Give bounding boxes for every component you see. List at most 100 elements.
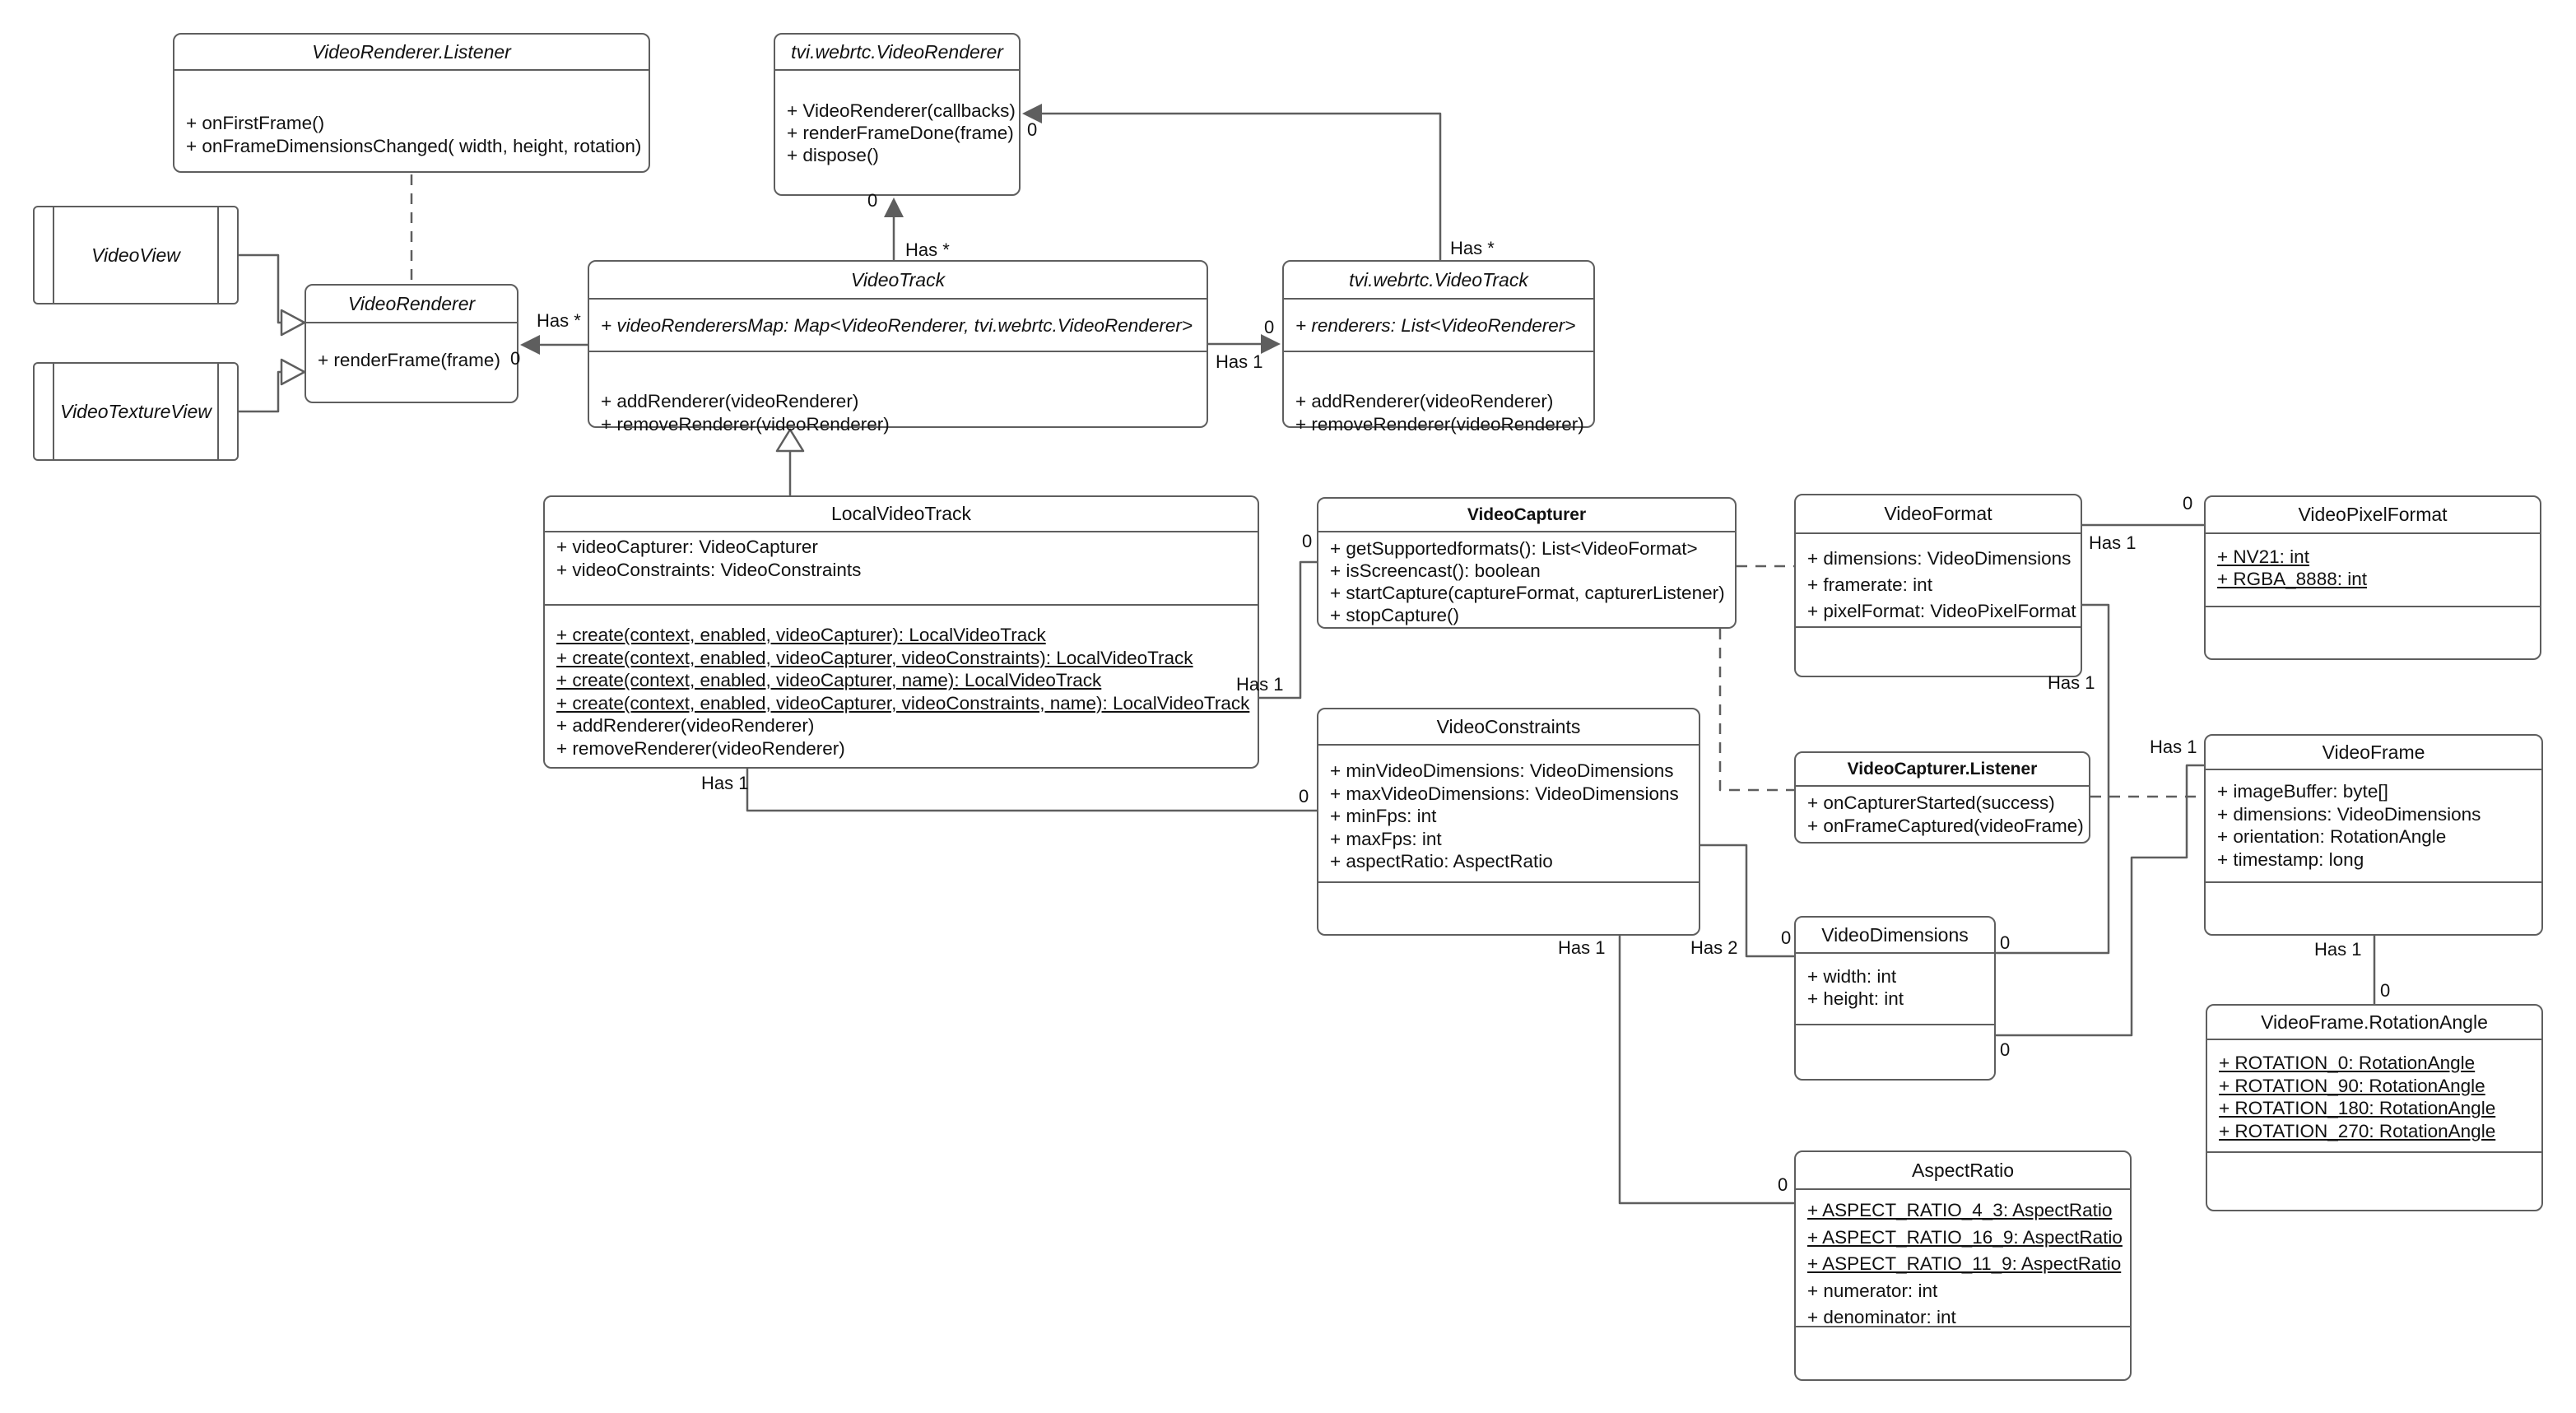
member-line: + timestamp: long [2217, 848, 2364, 870]
member-line: + minFps: int [1330, 806, 1437, 826]
generalization-arrow-icon [775, 428, 805, 453]
class-methods-empty [1796, 1024, 1994, 1079]
class-title: VideoFrame.RotationAngle [2261, 1011, 2488, 1033]
mult-label-has-1: Has 1 [1558, 937, 1606, 958]
mult-label-has-1: Has 1 [2048, 672, 2095, 693]
class-videoframe-rotationangle: VideoFrame.RotationAngle + ROTATION_0: R… [2206, 1004, 2543, 1211]
class-attributes: + NV21: int+ RGBA_8888: int [2206, 532, 2540, 606]
class-title: VideoTextureView [60, 400, 212, 422]
member-line: + onFrameCaptured(videoFrame) [1807, 816, 2084, 836]
member-line: + numerator: int [1807, 1280, 1938, 1301]
member-line: + removeRenderer(videoRenderer) [601, 414, 890, 435]
member-line: + ASPECT_RATIO_16_9: AspectRatio [1807, 1226, 2123, 1248]
mult-label-zero: 0 [1778, 1174, 1788, 1195]
class-videoformat: VideoFormat + dimensions: VideoDimension… [1794, 494, 2082, 677]
member-line: + create(context, enabled, videoCapturer… [556, 647, 1193, 668]
edge-videoconstraints-aspectratio [1618, 936, 1794, 1205]
mult-label-zero: 0 [1299, 786, 1309, 806]
member-line: + removeRenderer(videoRenderer) [556, 737, 845, 759]
class-methods: + onFirstFrame()+ onFrameDimensionsChang… [174, 69, 649, 171]
edge-videocapturer-listener [1718, 629, 1794, 792]
class-methods-empty [2207, 1151, 2541, 1210]
member-line: + orientation: RotationAngle [2217, 826, 2447, 847]
generalization-arrow-icon [280, 309, 306, 337]
mult-label-has-star: Has * [537, 310, 581, 331]
member-line: + create(context, enabled, videoCapturer… [556, 692, 1250, 713]
class-title: LocalVideoTrack [830, 503, 972, 524]
class-videorenderer: VideoRenderer + renderFrame(frame) [305, 284, 518, 403]
component-bar-icon [217, 207, 219, 304]
class-title: VideoRenderer.Listener [312, 40, 511, 63]
class-attributes: + renderers: List<VideoRenderer> [1284, 298, 1593, 351]
mult-label-has-1: Has 1 [1216, 351, 1263, 372]
edge-videoview-videorenderer [239, 253, 283, 324]
member-line: + removeRenderer(videoRenderer) [1295, 414, 1584, 435]
member-line: + renderers: List<VideoRenderer> [1295, 315, 1576, 336]
member-line: + videoRenderersMap: Map<VideoRenderer, … [601, 315, 1193, 336]
member-line: + minVideoDimensions: VideoDimensions [1330, 760, 1674, 781]
class-videodimensions: VideoDimensions + width: int+ height: in… [1794, 916, 1996, 1081]
member-line: + dispose() [787, 145, 879, 165]
member-line: + ROTATION_180: RotationAngle [2219, 1098, 2496, 1118]
edge-tvivideotrack-tvivideorenderer [1039, 112, 1442, 260]
member-line: + addRenderer(videoRenderer) [1295, 391, 1554, 411]
member-line: + ROTATION_270: RotationAngle [2219, 1120, 2496, 1141]
member-line: + startCapture(captureFormat, capturerLi… [1330, 583, 1725, 603]
member-line: + height: int [1807, 988, 1904, 1009]
mult-label-has-star: Has * [1450, 238, 1495, 258]
mult-label-zero: 0 [2380, 980, 2391, 1001]
member-line: + aspectRatio: AspectRatio [1330, 851, 1553, 872]
class-videocapturer-listener: VideoCapturer.Listener + onCapturerStart… [1794, 751, 2090, 844]
member-line: + width: int [1807, 966, 1897, 987]
member-line: + videoConstraints: VideoConstraints [556, 560, 862, 580]
edge-videoframe-videodimensions [1996, 764, 2204, 1037]
member-line: + renderFrameDone(frame) [787, 123, 1014, 143]
component-bar-icon [53, 207, 54, 304]
class-attributes: + ROTATION_0: RotationAngle+ ROTATION_90… [2207, 1039, 2541, 1151]
class-attributes: + width: int+ height: int [1796, 952, 1994, 1024]
class-videocapturer: VideoCapturer + getSupportedformats(): L… [1317, 497, 1737, 629]
class-methods: + onCapturerStarted(success)+ onFrameCap… [1796, 785, 2089, 842]
member-line: + getSupportedformats(): List<VideoForma… [1330, 538, 1698, 559]
class-aspectratio: AspectRatio + ASPECT_RATIO_4_3: AspectRa… [1794, 1150, 2132, 1381]
mult-label-zero: 0 [1781, 927, 1792, 948]
edge-localvideotrack-videocapturer [1259, 560, 1317, 700]
edge-videoformat-videodimensions [1996, 603, 2110, 955]
component-bar-icon [53, 363, 54, 460]
class-title: VideoView [91, 244, 180, 266]
class-tvi-videotrack: tvi.webrtc.VideoTrack + renderers: List<… [1282, 260, 1595, 435]
member-line: + dimensions: VideoDimensions [1807, 548, 2071, 569]
mult-label-zero: 0 [1027, 119, 1038, 140]
member-line: + ASPECT_RATIO_11_9: AspectRatio [1807, 1253, 2122, 1274]
class-methods: + addRenderer(videoRenderer)+ removeRend… [589, 351, 1207, 436]
class-videopixelformat: VideoPixelFormat + NV21: int+ RGBA_8888:… [2204, 495, 2541, 660]
association-arrow-icon [1261, 334, 1281, 354]
member-line: + addRenderer(videoRenderer) [556, 715, 815, 736]
mult-label-zero: 0 [867, 190, 878, 211]
edge-videoconstraints-videodimensions [1700, 844, 1794, 958]
member-line: + onFirstFrame() [186, 113, 325, 133]
member-line: + RGBA_8888: int [2217, 569, 2367, 589]
class-title: tvi.webrtc.VideoRenderer [791, 40, 1003, 63]
component-bar-icon [217, 363, 219, 460]
mult-label-has-star: Has * [905, 239, 950, 260]
member-line: + renderFrame(frame) [318, 350, 500, 370]
mult-label-has-1: Has 1 [2089, 532, 2137, 553]
member-line: + denominator: int [1807, 1307, 1956, 1327]
member-line: + ROTATION_90: RotationAngle [2219, 1075, 2485, 1096]
mult-label-zero: 0 [2183, 493, 2193, 514]
class-videorenderer-listener: VideoRenderer.Listener + onFirstFrame()+… [173, 33, 650, 173]
member-line: + VideoRenderer(callbacks) [787, 100, 1016, 121]
class-title: VideoFormat [1884, 503, 1992, 524]
member-line: + videoCapturer: VideoCapturer [556, 537, 818, 557]
class-methods-empty [2206, 881, 2541, 934]
mult-label-has-2: Has 2 [1690, 937, 1738, 958]
class-methods: + getSupportedformats(): List<VideoForma… [1318, 531, 1735, 627]
class-title: VideoDimensions [1821, 923, 1969, 946]
mult-label-zero: 0 [510, 348, 521, 369]
class-title: VideoRenderer [347, 292, 476, 314]
association-arrow-icon [884, 198, 904, 217]
mult-label-zero: 0 [1302, 531, 1313, 551]
